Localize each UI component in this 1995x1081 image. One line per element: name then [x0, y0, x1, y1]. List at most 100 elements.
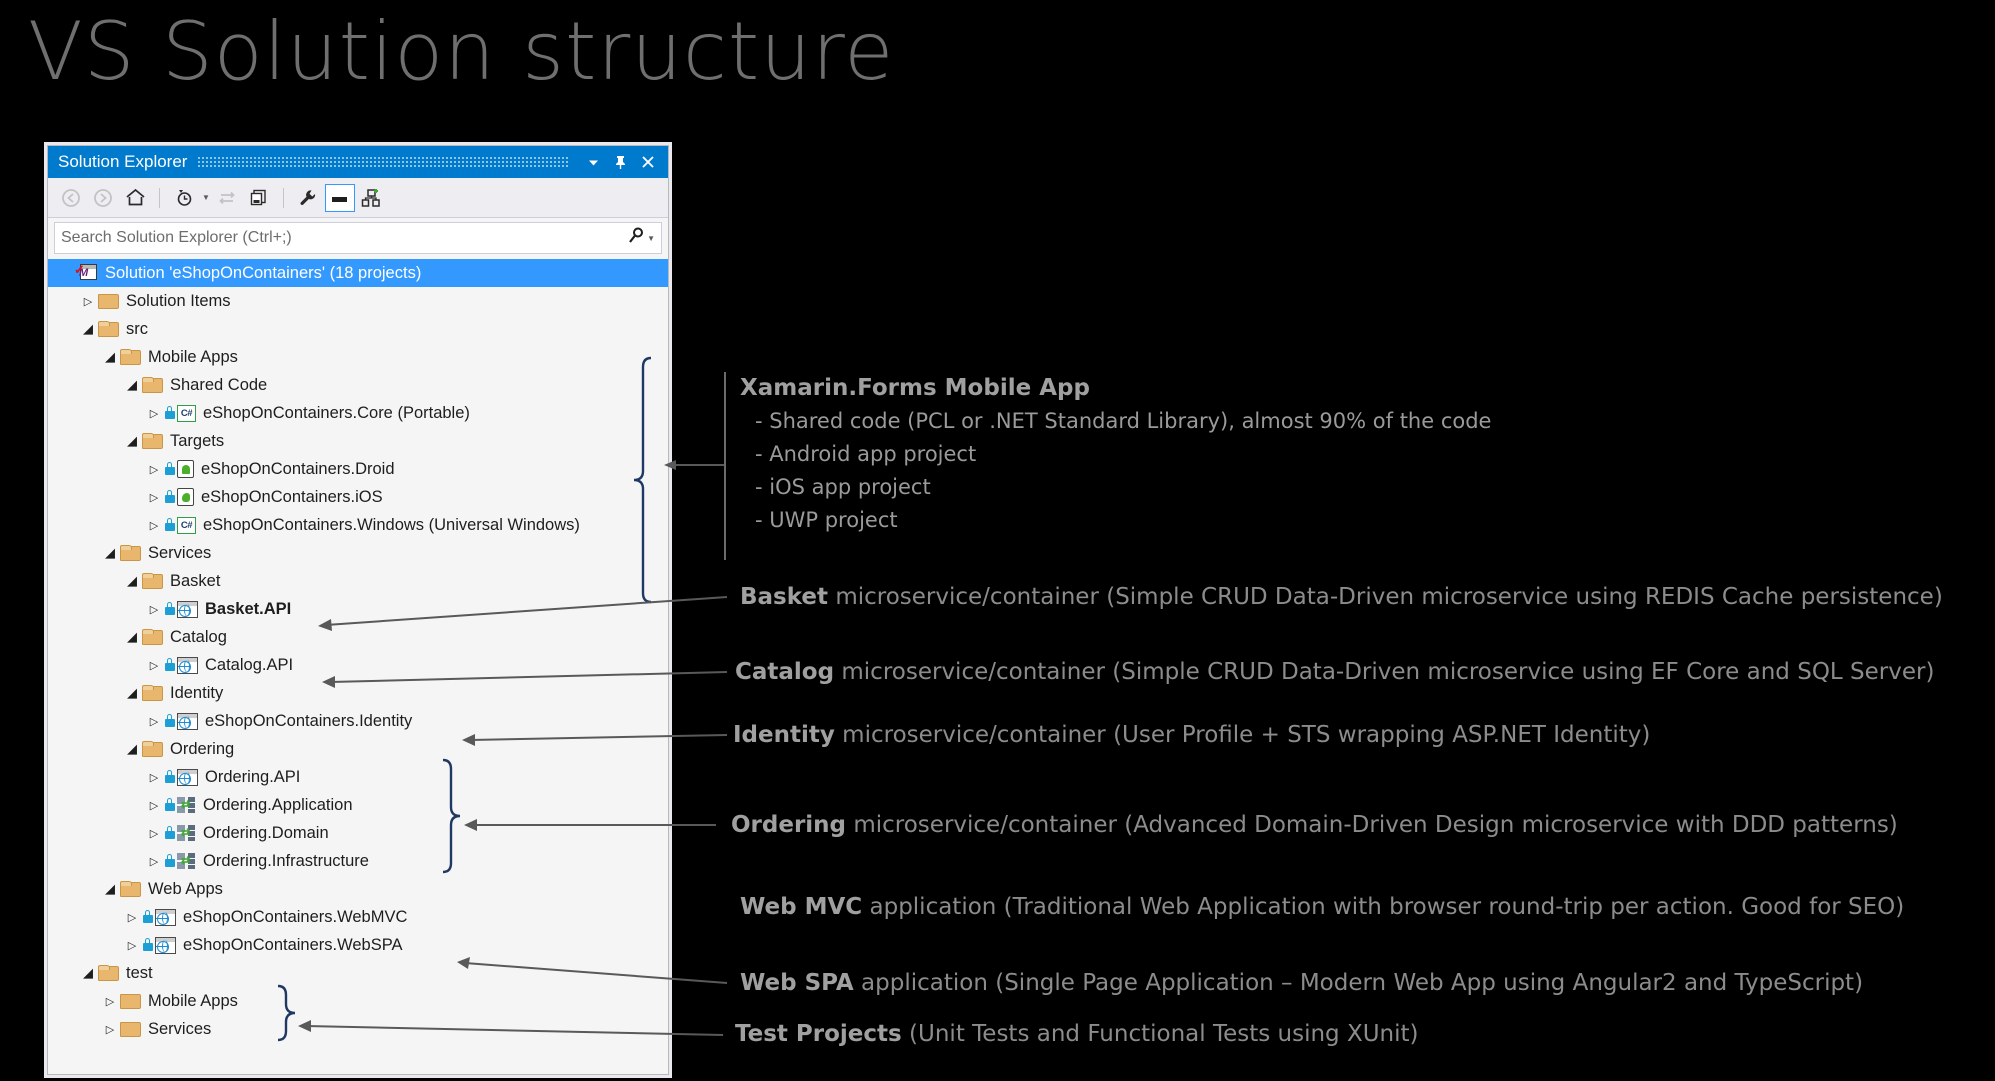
tree-item[interactable]: eShopOnContainers.WebMVC	[48, 903, 668, 931]
tree-item[interactable]: M✓Solution 'eShopOnContainers' (18 proje…	[48, 259, 668, 287]
tree-expander[interactable]	[144, 407, 164, 420]
tree-expander[interactable]	[100, 545, 120, 561]
class-library-project-icon: ⇄	[177, 796, 196, 814]
tree-item[interactable]: Services	[48, 539, 668, 567]
tree-item[interactable]: Mobile Apps	[48, 343, 668, 371]
wrench-icon[interactable]	[293, 184, 323, 212]
tree-expander[interactable]	[122, 939, 142, 952]
toolbar-separator-2	[282, 187, 284, 208]
search-input[interactable]	[61, 229, 628, 247]
search-bar[interactable]: ▼	[54, 222, 662, 254]
solution-icon: M✓	[74, 263, 98, 282]
sync-icon[interactable]	[212, 184, 242, 212]
back-arrow-icon[interactable]	[56, 184, 86, 212]
titlebar-drag-grip[interactable]	[197, 157, 570, 167]
tree-expander[interactable]	[100, 349, 120, 365]
tree-item[interactable]: Services	[48, 1015, 668, 1043]
close-icon[interactable]	[634, 155, 662, 169]
search-icon[interactable]	[627, 226, 646, 250]
tree-item-label: eShopOnContainers.WebMVC	[183, 907, 408, 926]
tree-item-label: Ordering.Application	[203, 795, 353, 814]
tree-item[interactable]: Identity	[48, 679, 668, 707]
tree-item[interactable]: Ordering.API	[48, 763, 668, 791]
tree-expander[interactable]	[122, 377, 142, 393]
chevron-down-icon[interactable]	[580, 156, 607, 169]
tree-item[interactable]: eShopOnContainers.Identity	[48, 707, 668, 735]
tree-item-label: Mobile Apps	[148, 991, 238, 1010]
folder-icon	[120, 1021, 141, 1037]
tree-expander[interactable]	[122, 911, 142, 924]
tree-item[interactable]: Web Apps	[48, 875, 668, 903]
tree-item[interactable]: eShopOnContainers.Droid	[48, 455, 668, 483]
tree-expander[interactable]	[144, 827, 164, 840]
lock-icon	[164, 518, 175, 532]
tree-item-label: Ordering.Infrastructure	[203, 851, 369, 870]
tree-item[interactable]: Shared Code	[48, 371, 668, 399]
tree-item[interactable]: test	[48, 959, 668, 987]
web-project-icon	[177, 712, 198, 730]
tree-item[interactable]: C#eShopOnContainers.Windows (Universal W…	[48, 511, 668, 539]
tree-expander[interactable]	[122, 629, 142, 645]
solution-tree[interactable]: M✓Solution 'eShopOnContainers' (18 proje…	[48, 258, 668, 1069]
tree-item[interactable]: src	[48, 315, 668, 343]
clock-icon[interactable]	[169, 184, 199, 212]
tree-item[interactable]: Catalog	[48, 623, 668, 651]
chevron-down-icon[interactable]: ▼	[202, 193, 210, 202]
ios-project-icon	[177, 488, 194, 506]
tree-item[interactable]: Basket.API	[48, 595, 668, 623]
preview-selected-items-icon[interactable]	[324, 183, 355, 212]
tree-item[interactable]: Ordering	[48, 735, 668, 763]
tree-expander[interactable]	[100, 1023, 120, 1036]
tree-expander[interactable]	[122, 741, 142, 757]
annotation-webmvc: Web MVC application (Traditional Web App…	[740, 894, 1905, 920]
lock-icon	[164, 714, 175, 728]
folder-open-icon	[98, 321, 119, 337]
tree-expander[interactable]	[144, 771, 164, 784]
tree-expander[interactable]	[144, 659, 164, 672]
tree-item-label: eShopOnContainers.Core (Portable)	[203, 403, 470, 422]
web-project-icon	[177, 600, 198, 618]
tree-expander[interactable]	[78, 965, 98, 981]
chevron-down-icon[interactable]: ▼	[647, 233, 655, 243]
tree-expander[interactable]	[144, 715, 164, 728]
tree-expander[interactable]	[144, 603, 164, 616]
tree-item[interactable]: eShopOnContainers.WebSPA	[48, 931, 668, 959]
tree-expander[interactable]	[100, 995, 120, 1008]
folder-icon	[98, 293, 119, 309]
tree-item-label: eShopOnContainers.WebSPA	[183, 935, 403, 954]
code-map-icon[interactable]	[357, 184, 387, 212]
folder-icon	[120, 993, 141, 1009]
tree-expander[interactable]	[122, 685, 142, 701]
home-icon[interactable]	[120, 184, 150, 212]
tree-item[interactable]: Catalog.API	[48, 651, 668, 679]
tree-item[interactable]: ⇄Ordering.Domain	[48, 819, 668, 847]
tree-expander[interactable]	[144, 491, 164, 504]
forward-arrow-icon[interactable]	[88, 184, 118, 212]
tree-item[interactable]: C# eShopOnContainers.Core (Portable)	[48, 399, 668, 427]
csharp-project-icon: C#	[177, 404, 196, 422]
tree-item[interactable]: Mobile Apps	[48, 987, 668, 1015]
lock-icon	[164, 462, 175, 476]
lock-icon	[164, 854, 175, 868]
tree-item[interactable]: Solution Items	[48, 287, 668, 315]
tree-expander[interactable]	[144, 463, 164, 476]
pin-icon[interactable]	[607, 155, 634, 170]
copy-icon[interactable]	[244, 184, 274, 212]
tree-expander[interactable]	[78, 295, 98, 308]
folder-open-icon	[142, 629, 163, 645]
tree-item[interactable]: ⇄Ordering.Infrastructure	[48, 847, 668, 875]
tree-item[interactable]: Basket	[48, 567, 668, 595]
tree-item[interactable]: Targets	[48, 427, 668, 455]
tree-item[interactable]: eShopOnContainers.iOS	[48, 483, 668, 511]
tree-expander[interactable]	[144, 519, 164, 532]
tree-expander[interactable]	[144, 799, 164, 812]
tree-expander[interactable]	[122, 433, 142, 449]
tree-expander[interactable]	[78, 321, 98, 337]
tree-expander[interactable]	[100, 881, 120, 897]
folder-open-icon	[142, 741, 163, 757]
annotation-webspa: Web SPA application (Single Page Applica…	[740, 970, 1864, 996]
tree-expander[interactable]	[144, 855, 164, 868]
tree-expander[interactable]	[122, 573, 142, 589]
folder-open-icon	[120, 349, 141, 365]
tree-item[interactable]: ⇄ Ordering.Application	[48, 791, 668, 819]
